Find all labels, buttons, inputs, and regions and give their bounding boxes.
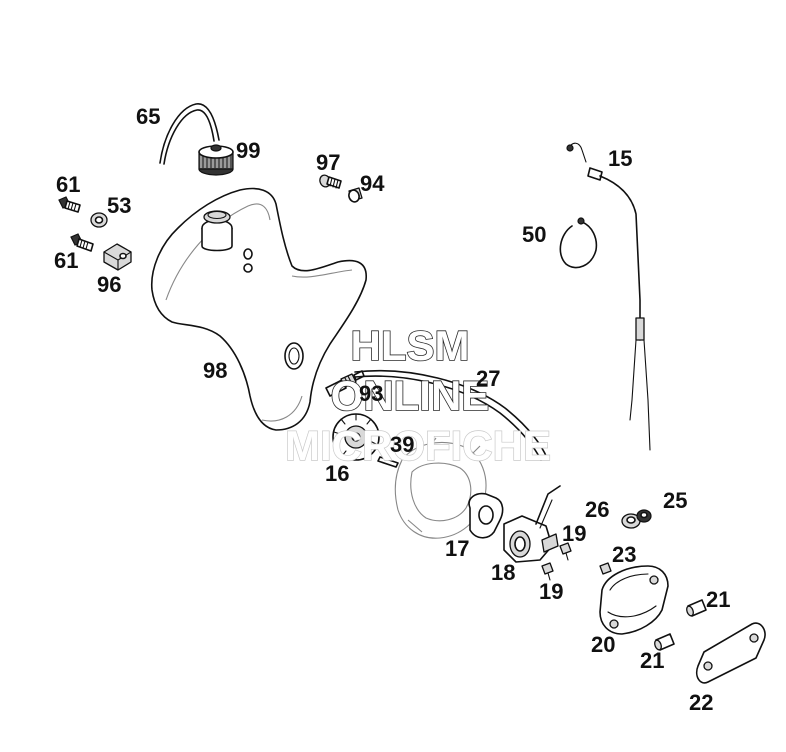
part-94-spacer [348, 187, 363, 203]
part-labels: 65 99 97 94 15 61 53 61 96 50 98 93 27 3… [54, 104, 730, 715]
part-19-screw-lower [541, 562, 554, 581]
part-18-carburetor [503, 485, 561, 563]
label-99: 99 [236, 138, 260, 163]
part-53-washer [90, 212, 108, 228]
label-61-upper: 61 [56, 172, 80, 197]
part-65-fuel-hose [159, 103, 220, 165]
watermark-line-1: HLSM [351, 322, 470, 369]
label-26: 26 [585, 497, 609, 522]
label-21-upper: 21 [706, 587, 730, 612]
part-25-nut [636, 509, 652, 523]
label-97: 97 [316, 150, 340, 175]
label-65: 65 [136, 104, 160, 129]
label-25: 25 [663, 488, 687, 513]
watermark-line-2: ONLINE [331, 372, 490, 419]
part-22-cover-plate [695, 622, 766, 684]
part-99-tank-cap [198, 144, 234, 176]
part-23-screw [599, 562, 612, 575]
part-21-pin-upper [686, 599, 707, 617]
label-21-lower: 21 [640, 648, 664, 673]
part-98-fuel-tank [150, 187, 367, 431]
label-98: 98 [203, 358, 227, 383]
label-17: 17 [445, 536, 469, 561]
part-19-screw-upper [559, 542, 572, 561]
label-18: 18 [491, 560, 515, 585]
label-50: 50 [522, 222, 546, 247]
watermark: HLSM ONLINE MICROFICHE [284, 321, 551, 470]
label-22: 22 [689, 690, 713, 715]
part-21-pin-lower [654, 633, 675, 651]
label-96: 96 [97, 272, 121, 297]
part-97-bolt [319, 174, 342, 189]
label-15: 15 [608, 146, 632, 171]
part-61-bolt-lower [70, 233, 94, 252]
part-15-cable [566, 142, 651, 451]
part-17-gasket [468, 492, 504, 539]
label-27: 27 [476, 366, 500, 391]
part-50-clamp [559, 217, 598, 269]
label-19-upper: 19 [562, 521, 586, 546]
watermark-line-3: MICROFICHE [285, 422, 551, 469]
label-39: 39 [390, 432, 414, 457]
label-61-lower: 61 [54, 248, 78, 273]
part-96-rubber-mount [103, 243, 132, 271]
part-16-flywheel [332, 413, 380, 461]
part-27-hose [354, 369, 548, 461]
label-23: 23 [612, 542, 636, 567]
part-39-pin [377, 456, 399, 468]
label-16: 16 [325, 461, 349, 486]
label-20: 20 [591, 632, 615, 657]
label-93: 93 [359, 381, 383, 406]
label-53: 53 [107, 193, 131, 218]
label-94: 94 [360, 171, 385, 196]
label-19-lower: 19 [539, 579, 563, 604]
part-20-housing [599, 565, 669, 635]
part-61-bolt-upper [58, 196, 81, 213]
